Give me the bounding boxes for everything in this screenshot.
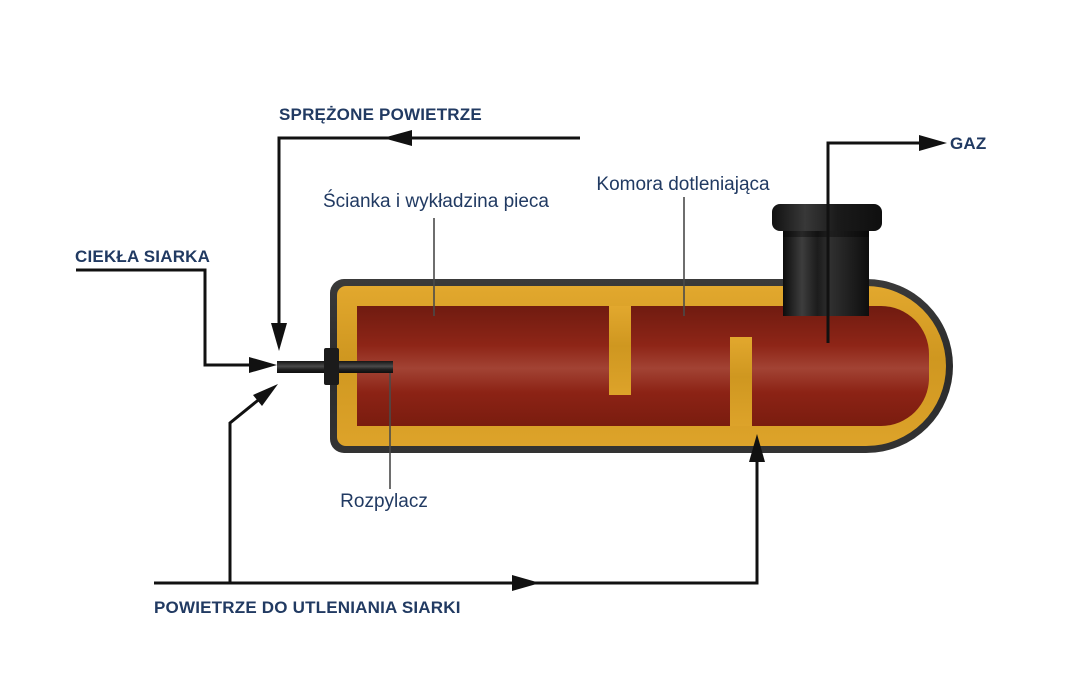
furnace-wall-label: Ścianka i wykładzina pieca — [322, 191, 550, 212]
furnace-interior — [357, 306, 929, 426]
oxidation-air-line — [154, 460, 759, 585]
atomizer-label: Rozpylacz — [340, 491, 428, 512]
atomizer-nozzle — [277, 348, 393, 385]
oxidation-air-label: POWIETRZE DO UTLENIANIA SIARKI — [154, 598, 461, 617]
nozzle-collar — [324, 348, 339, 385]
chimney-flange-shadow — [783, 231, 869, 237]
compressed-air-line — [277, 136, 580, 324]
compressed-air-arrow-down — [271, 323, 287, 351]
oxidation-air-arrow-mid — [512, 575, 540, 591]
oxidation-air-branch-arrow — [253, 384, 278, 406]
compressed-air-label: SPRĘŻONE POWIETRZE — [279, 105, 482, 124]
chimney-body — [783, 216, 869, 316]
baffle-bottom — [730, 337, 752, 426]
gas-line — [826, 141, 920, 343]
callout-lines — [389, 197, 685, 489]
baffle-top — [609, 306, 631, 395]
oxidation-air-branch-line — [228, 395, 263, 583]
compressed-air-arrow-left — [383, 130, 412, 146]
oxidation-air-arrow-up — [749, 434, 765, 462]
liquid-sulfur-label: CIEKŁA SIARKA — [75, 247, 211, 266]
gas-arrow — [919, 135, 947, 151]
liquid-sulfur-arrow — [249, 357, 277, 373]
oxidation-chamber-label: Komora dotleniająca — [596, 174, 770, 195]
flow-lines — [76, 130, 947, 591]
gas-label: GAZ — [950, 134, 987, 153]
liquid-sulfur-line — [76, 268, 250, 367]
